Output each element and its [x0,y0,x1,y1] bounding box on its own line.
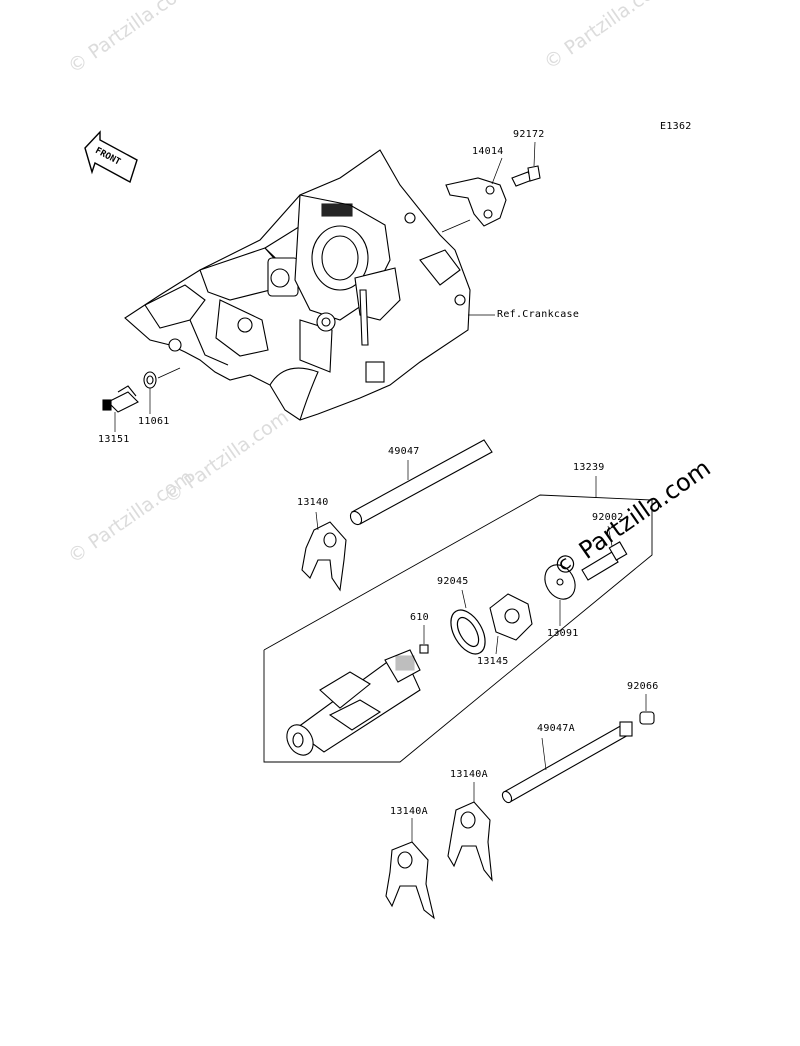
diagram-code: E1362 [660,121,692,132]
fork-13140A-upper-shape [447,801,493,882]
part-label-11061: 11061 [138,416,170,427]
crankcase-illustration [124,149,471,421]
part-label-13140A-lower: 13140A [390,806,428,817]
part-label-92002: 92002 [592,512,624,523]
part-label-13091: 13091 [547,628,579,639]
part-label-92172: 92172 [513,129,545,140]
cam-13091-shape [544,564,576,600]
part-label-49047: 49047 [388,446,420,457]
plate-13145-shape [489,593,533,641]
fork-13140A-lower-shape [385,841,435,920]
bracket-14014-shape [445,177,507,227]
part-label-13140: 13140 [297,497,329,508]
front-arrow-icon [84,130,138,184]
part-label-610: 610 [410,612,429,623]
part-label-49047A: 49047A [537,723,575,734]
screw-92172-shape [511,165,541,187]
part-label-13151: 13151 [98,434,130,445]
ref-crankcase-label: Ref.Crankcase [497,309,580,320]
switch-13151-shape [102,371,157,413]
part-label-14014: 14014 [472,146,504,157]
part-label-13145: 13145 [477,656,509,667]
pin-610-shape [419,644,429,654]
part-label-92066: 92066 [627,681,659,692]
bolt-92002-shape [581,541,628,581]
part-label-13140A-upper: 13140A [450,769,488,780]
fork-13140-shape [301,521,347,592]
shift-drum-shape [286,649,421,756]
bearing-92045-shape [450,609,486,655]
shaft-49047A-shape [501,721,633,804]
shaft-49047-shape [349,439,493,526]
part-label-92045: 92045 [437,576,469,587]
plug-92066-shape [639,711,655,725]
part-label-13239: 13239 [573,462,605,473]
assembly-13239-outline [263,494,653,763]
